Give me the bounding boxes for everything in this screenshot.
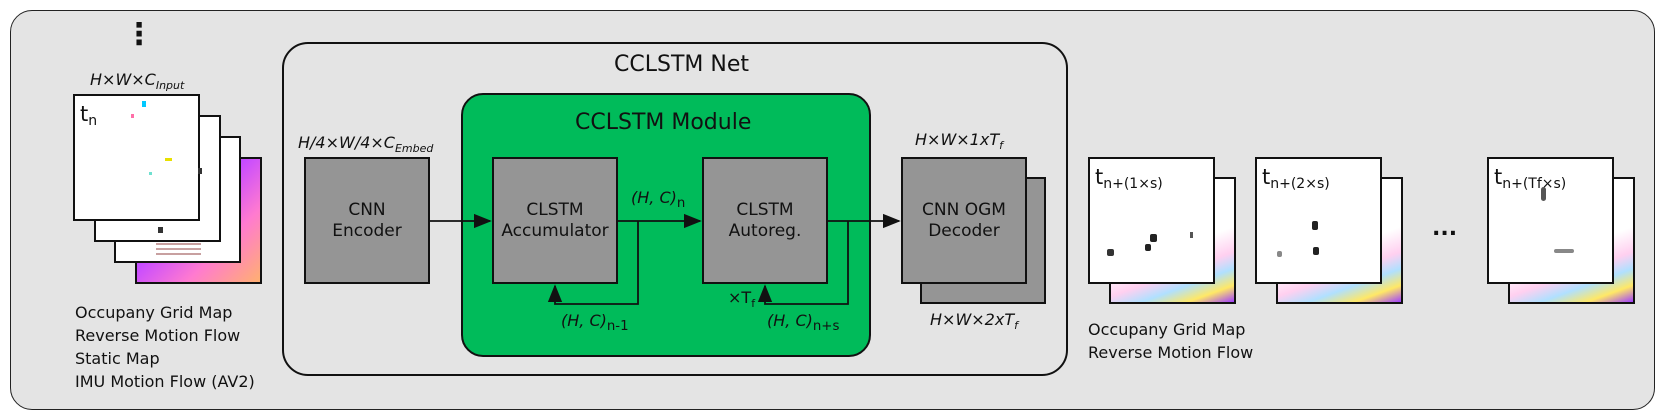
autoreg-feedback-loop (757, 221, 849, 305)
input-layer-1: tn (73, 94, 202, 221)
decoder-top-dims: H×W×1xTf (915, 130, 1003, 153)
hc-n-minus-1-label: (H, C)n-1 (561, 311, 629, 335)
clstm-accumulator-block: CLSTM Accumulator (492, 157, 618, 284)
output-list-item: Occupany Grid Map (1088, 320, 1246, 339)
output-list: Occupany Grid Map Reverse Motion Flow (1088, 318, 1253, 364)
embed-label: H/4×W/4×CEmbed (298, 133, 434, 156)
vertical-dots: ⋮ (124, 17, 154, 52)
object-blob (1150, 234, 1157, 242)
occupancy-mark-pink (131, 114, 134, 118)
input-list-item: Static Map (75, 349, 160, 368)
accumulator-feedback-loop (547, 221, 639, 305)
output-frame-3: tn+(Tf×s) (1487, 157, 1614, 284)
object-blob (1190, 232, 1193, 238)
occupancy-mark-black (198, 168, 202, 174)
clstm-autoreg-block: CLSTM Autoreg. (702, 157, 828, 284)
decoder-bottom-dims: H×W×2xTf (930, 310, 1018, 333)
object-blob (1145, 244, 1151, 251)
occupancy-mark-cyan (142, 101, 146, 107)
cnn-ogm-decoder-block: CNN OGM Decoder (901, 157, 1027, 284)
output-list-item: Reverse Motion Flow (1088, 343, 1254, 362)
net-title: CCLSTM Net (614, 52, 749, 77)
object-blob (1313, 247, 1319, 255)
input-frame-label: tn (80, 102, 98, 129)
output-frame-1: tn+(1×s) (1088, 157, 1215, 284)
input-list: Occupany Grid Map Reverse Motion Flow St… (75, 301, 255, 393)
input-list-item: Occupany Grid Map (75, 303, 233, 322)
times-tf-label: ×Tf (728, 288, 756, 311)
input-list-item: IMU Motion Flow (AV2) (75, 372, 255, 391)
object-blob (1277, 251, 1282, 257)
occupancy-mark-yellow (165, 158, 172, 161)
occupancy-mark-teal (149, 172, 152, 175)
output-frame-2: tn+(2×s) (1255, 157, 1382, 284)
cnn-encoder-block: CNN Encoder (304, 157, 430, 284)
input-list-item: Reverse Motion Flow (75, 326, 241, 345)
object-blob (1312, 221, 1318, 230)
output-frame-2-label: tn+(2×s) (1262, 165, 1330, 192)
ellipsis: ... (1432, 216, 1458, 241)
object-blob (1541, 187, 1546, 201)
object-blob (1107, 249, 1114, 256)
hc-n-label: (H, C)n (631, 188, 686, 212)
object-blob (1554, 249, 1574, 253)
output-frame-3-label: tn+(Tf×s) (1494, 165, 1567, 192)
occupancy-dots-2 (158, 227, 163, 233)
hc-n-plus-s-label: (H, C)n+s (767, 311, 840, 335)
input-dims-label: H×W×CInput (90, 70, 185, 93)
output-frame-1-label: tn+(1×s) (1095, 165, 1163, 192)
module-title: CCLSTM Module (575, 110, 752, 135)
